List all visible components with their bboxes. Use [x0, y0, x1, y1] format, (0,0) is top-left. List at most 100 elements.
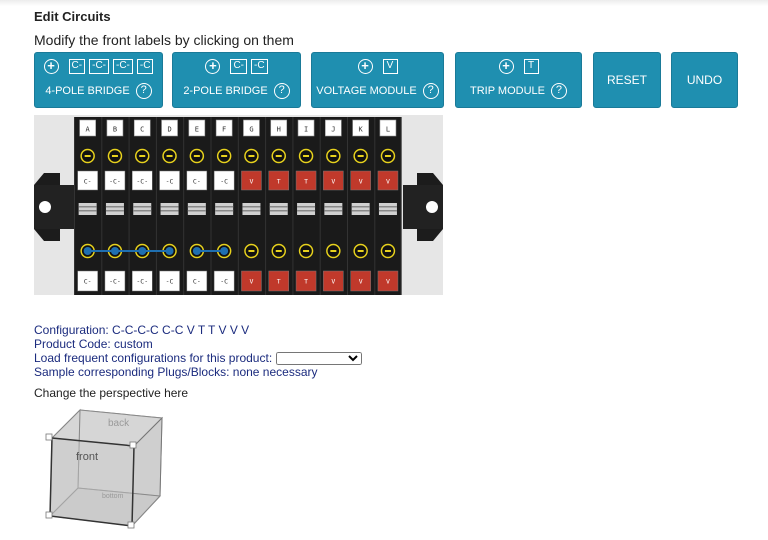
contact-line — [187, 206, 206, 208]
load-frequent-label: Load frequent configurations for this pr… — [34, 351, 273, 365]
upper-circuit-label — [132, 170, 153, 191]
column-divider — [101, 117, 103, 295]
button-icons: + V — [312, 59, 443, 74]
reset-button[interactable]: RESET — [593, 52, 661, 108]
upper-circuit-label — [323, 170, 344, 191]
bridge-pin — [165, 247, 174, 255]
help-icon[interactable]: ? — [550, 83, 567, 99]
lower-label-text: V — [359, 278, 363, 286]
contact-line — [160, 210, 179, 212]
lower-label-text: -C — [220, 278, 228, 286]
contact-line — [215, 206, 234, 208]
contact-block — [160, 203, 179, 215]
column-letter-box — [379, 119, 397, 137]
label-tag: -C- — [113, 59, 133, 74]
lower-label-text: T — [277, 278, 281, 286]
undo-button[interactable]: UNDO — [671, 52, 738, 108]
upper-label-text: C- — [193, 178, 201, 186]
lower-circuit-label — [323, 270, 344, 292]
help-icon[interactable]: ? — [135, 83, 152, 99]
upper-label-text: -C- — [109, 178, 121, 186]
column-divider — [319, 117, 321, 295]
column-letter-box — [352, 119, 369, 137]
upper-circuit-label — [350, 170, 371, 191]
lower-label-text: T — [304, 278, 308, 286]
help-icon[interactable]: ? — [273, 83, 290, 99]
upper-circuit-label — [104, 170, 126, 191]
column-letter: H — [277, 126, 281, 134]
label-tag: -C — [251, 59, 268, 74]
column-divider — [265, 117, 267, 295]
contact-block — [351, 203, 370, 215]
contact-line — [242, 206, 261, 208]
contact-block — [378, 203, 397, 215]
plus-icon: + — [498, 59, 514, 74]
column-divider — [210, 117, 212, 295]
contact-line — [133, 206, 152, 208]
contact-line — [78, 206, 97, 208]
upper-label-text: V — [359, 178, 363, 186]
contact-block — [78, 203, 97, 215]
column-letter-box — [79, 119, 96, 137]
column-divider — [292, 117, 294, 295]
perspective-cube[interactable]: back front bottom — [44, 408, 169, 533]
column-divider — [347, 117, 348, 295]
cube-bottom-label: bottom — [102, 493, 124, 500]
upper-circuit-label — [77, 170, 98, 191]
contact-line — [105, 210, 124, 212]
lower-circuit-label — [104, 270, 126, 292]
upper-label-text: V — [249, 178, 253, 186]
lower-label-text: C- — [84, 278, 92, 286]
contact-line — [324, 206, 343, 208]
label-tag: V — [382, 59, 398, 74]
column-letter-box — [297, 119, 315, 137]
contact-block — [187, 203, 206, 215]
label-tag: T — [523, 59, 539, 74]
lower-label-text: C- — [193, 278, 201, 286]
screw-slot — [84, 155, 91, 157]
perspective-label: Change the perspective here — [34, 386, 189, 400]
column-letter: E — [195, 126, 199, 134]
lower-circuit-label — [77, 270, 98, 292]
lower-circuit-label — [377, 270, 399, 292]
page-subtitle: Modify the front labels by clicking on t… — [34, 32, 294, 48]
column-letter: L — [386, 126, 390, 134]
help-icon[interactable]: ? — [422, 83, 439, 99]
frequent-configurations-select[interactable] — [276, 352, 363, 366]
reset-label: RESET — [606, 73, 647, 87]
lower-label-text: -C- — [109, 278, 121, 286]
column-letter-box — [161, 119, 178, 137]
screw-slot — [384, 155, 391, 157]
screw-slot — [303, 250, 310, 252]
contact-line — [351, 210, 370, 212]
contact-line — [351, 206, 370, 208]
lower-label-text: V — [249, 278, 253, 286]
lower-circuit-label — [186, 270, 208, 292]
contact-line — [215, 210, 234, 212]
upper-circuit-label — [186, 170, 208, 191]
column-letter-box — [215, 119, 233, 137]
add-voltage-module-button[interactable]: + V VOLTAGE MODULE ? — [311, 52, 444, 108]
column-divider — [374, 117, 376, 295]
undo-label: UNDO — [686, 73, 723, 87]
plus-icon: + — [205, 59, 221, 74]
column-letter: F — [222, 126, 226, 134]
page-title: Edit Circuits — [34, 9, 111, 24]
upper-label-text: -C — [220, 178, 228, 186]
upper-label-text: -C- — [136, 178, 148, 186]
screw-slot — [221, 155, 228, 157]
contact-line — [297, 206, 316, 208]
upper-label-text: C- — [84, 178, 92, 186]
upper-circuit-label — [159, 170, 180, 191]
contact-line — [105, 206, 124, 208]
screw-slot — [275, 155, 282, 157]
column-divider — [400, 117, 402, 295]
add-trip-module-button[interactable]: + T TRIP MODULE ? — [455, 52, 582, 108]
upper-label-text: V — [386, 178, 390, 186]
column-divider — [128, 117, 130, 295]
add-4-pole-bridge-button[interactable]: + C- -C- -C- -C 4-POLE BRIDGE ? — [34, 52, 163, 108]
column-letter: D — [167, 126, 171, 134]
add-2-pole-bridge-button[interactable]: + C- -C 2-POLE BRIDGE ? — [172, 52, 301, 108]
bridge-pin — [110, 247, 119, 255]
